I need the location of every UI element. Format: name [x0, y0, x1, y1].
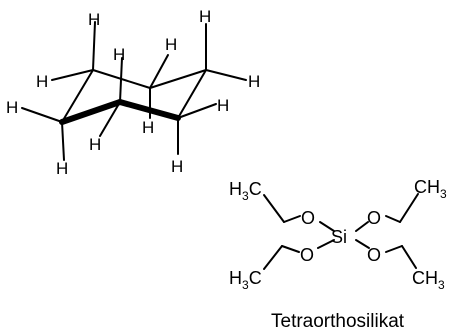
ring-bond-4	[177, 69, 207, 119]
bond	[385, 215, 401, 223]
hydrogen-label: H	[89, 135, 101, 154]
hydrogen-label: H	[36, 72, 48, 91]
molecule-caption: Tetraorthosilikat	[271, 311, 405, 332]
oxygen-atom: O	[367, 245, 381, 265]
bond	[263, 245, 283, 270]
methyl-group: H3C	[229, 268, 262, 292]
bond	[401, 245, 417, 269]
ring-bond-1	[61, 69, 94, 123]
ring-bond-front-1	[59, 99, 123, 125]
ch-bond	[51, 69, 94, 81]
bond	[399, 193, 419, 223]
hydrogen-label: H	[165, 35, 177, 54]
bond	[281, 245, 300, 253]
cyclohexane-chair: H H H H H H H H H H H H	[6, 7, 260, 178]
ch-bond	[205, 69, 247, 81]
hydrogen-label: H	[56, 159, 68, 178]
methyl-group: CH3	[412, 268, 445, 292]
ch-bond	[149, 54, 169, 89]
ch-bond	[99, 101, 121, 137]
hydrogen-label: H	[6, 98, 18, 117]
hydrogen-label: H	[88, 10, 100, 29]
oxygen-atom: O	[300, 245, 314, 265]
hydrogen-label: H	[248, 72, 260, 91]
ch-bond	[119, 57, 123, 103]
bond	[317, 239, 335, 249]
ch-bond	[21, 107, 63, 123]
ch-bond	[92, 21, 96, 71]
silicon-atom: Si	[331, 227, 347, 247]
hydrogen-label: H	[142, 118, 154, 137]
hydrogen-label: H	[113, 45, 125, 64]
ch-bond	[61, 121, 65, 161]
oxygen-atom: O	[301, 208, 315, 228]
hydrogen-label: H	[171, 157, 183, 176]
bond	[263, 194, 285, 223]
methyl-group: CH3	[414, 177, 447, 201]
bond	[385, 245, 403, 253]
bond	[319, 221, 335, 232]
oxygen-atom: O	[367, 208, 381, 228]
tetraethyl-orthosilicate: H3C CH3 H3C CH3 O O Si O O Tetraorthosil…	[229, 177, 447, 332]
ch-bond	[177, 103, 217, 119]
bond	[355, 221, 369, 232]
ring-bond-3	[149, 69, 207, 89]
methyl-group: H3C	[229, 179, 262, 203]
bond	[355, 239, 370, 249]
hydrogen-label: H	[217, 96, 229, 115]
hydrogen-label: H	[199, 7, 211, 26]
bond	[283, 215, 301, 223]
